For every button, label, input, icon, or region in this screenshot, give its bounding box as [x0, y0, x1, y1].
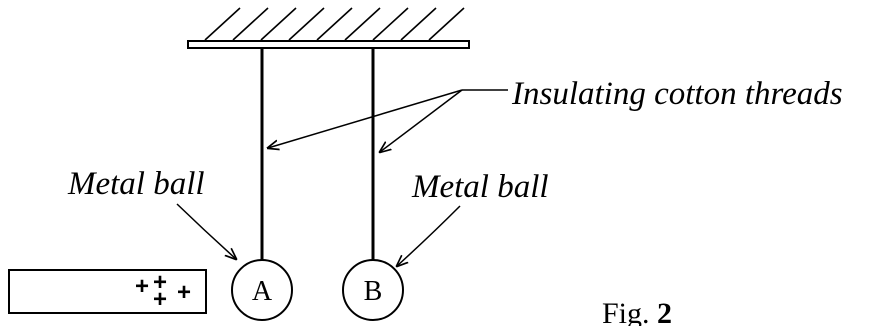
ball-b-circle [342, 259, 404, 321]
metal-ball-arrow-left [176, 203, 236, 259]
metal-ball-a: A [231, 259, 293, 321]
threads-label: Insulating cotton threads [511, 76, 843, 112]
threads-arrow-a [268, 89, 463, 148]
ceiling-support [187, 7, 470, 49]
metal-ball-arrow-right [397, 205, 461, 266]
rod-charge-4: + [177, 279, 191, 306]
metal-ball-b: B [342, 259, 404, 321]
rod-body [8, 269, 207, 314]
metal-ball-label-left: Metal ball [67, 166, 205, 202]
ball-b-label: B [364, 276, 383, 307]
support-beam [187, 40, 470, 49]
ball-a-circle [231, 259, 293, 321]
figure-caption: Fig. 2 [602, 297, 672, 326]
charged-rod: + + + + [8, 269, 207, 314]
figure-caption-prefix: Fig. [602, 297, 650, 326]
threads-arrow-b [380, 89, 463, 152]
rod-charge-2: + [153, 269, 167, 296]
metal-ball-label-right: Metal ball [411, 169, 549, 205]
support-hatching [204, 7, 465, 41]
ball-a-label: A [252, 276, 273, 307]
figure-caption-number: 2 [657, 297, 672, 326]
rod-charge-3: + [153, 286, 167, 313]
rod-charge-1: + [135, 273, 149, 300]
